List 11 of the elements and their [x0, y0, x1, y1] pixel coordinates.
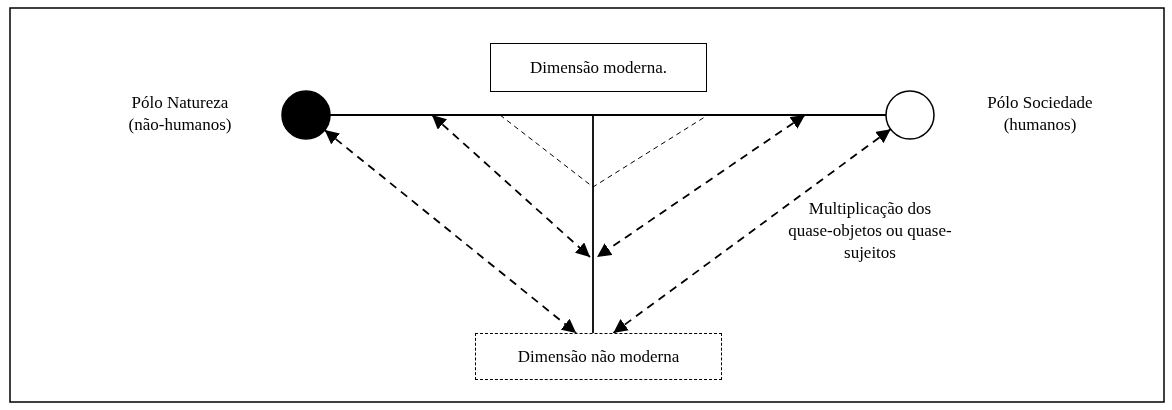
arrow: [612, 128, 892, 334]
text-box: Dimensão não moderna: [475, 333, 722, 380]
connector-line: [329, 114, 887, 116]
arrow: [323, 129, 578, 334]
pole-caption: Pólo Sociedade (humanos): [986, 92, 1094, 136]
connector-line: [592, 114, 594, 334]
pole-circle: [281, 90, 331, 140]
pole-caption: Pólo Natureza (não-humanos): [127, 92, 233, 136]
annotation-text: Multiplicação dos quase-objetos ou quase-sujeitos: [787, 198, 953, 264]
pole-circle: [885, 90, 935, 140]
text-box: Dimensão moderna.: [490, 43, 707, 92]
